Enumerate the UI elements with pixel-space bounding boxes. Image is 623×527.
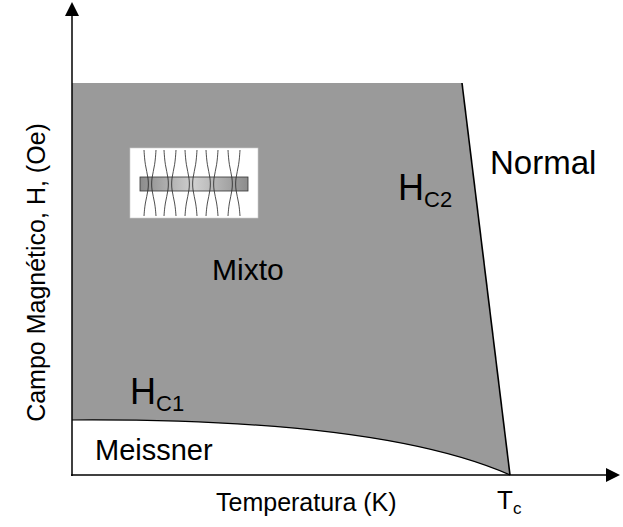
flux-line (228, 150, 232, 216)
flux-line (185, 150, 189, 216)
y-axis (71, 12, 73, 476)
flux-line (144, 150, 148, 216)
x-axis-arrowhead (606, 468, 620, 482)
mixed-region (72, 83, 510, 475)
vortex-inset (130, 148, 258, 218)
region-label: Mixto (212, 255, 284, 285)
region-label: Meissner (95, 436, 213, 465)
hc1-curve (72, 420, 510, 475)
flux-line (152, 150, 156, 216)
flux-line (164, 150, 168, 216)
flux-line (236, 150, 240, 216)
flux-line (193, 150, 197, 216)
x-axis (71, 474, 608, 476)
curve-label: HC2 (398, 170, 452, 211)
flux-line (214, 150, 218, 216)
x-axis-title: Temperatura (K) (216, 490, 397, 515)
critical-temperature: Tc (497, 487, 521, 517)
y-axis-title: Campo Magnético, H, (Oe) (24, 123, 49, 422)
flux-line (172, 150, 176, 216)
inset-background (130, 148, 258, 218)
region-label: Normal (490, 146, 596, 179)
y-axis-arrowhead (65, 2, 79, 16)
flux-line (206, 150, 210, 216)
hc2-line (462, 83, 510, 475)
curve-label: HC1 (130, 374, 184, 415)
